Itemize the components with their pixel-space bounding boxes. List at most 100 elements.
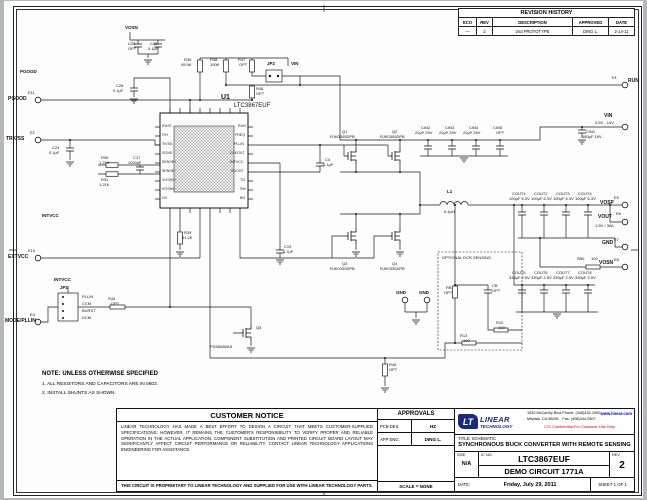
schematic-label: R45 [389, 362, 397, 367]
schematic-label: 100μF 6.3V [575, 196, 596, 201]
schematic-label: Q1 [342, 129, 348, 134]
rev-col-description: DESCRIPTION [493, 18, 573, 27]
schematic-label: 0.1μF [49, 150, 60, 155]
schematic-label: C25 [128, 41, 136, 46]
demo-circuit-number: DEMO CIRCUIT 1771A [479, 465, 609, 476]
schematic-label: RUN [238, 124, 246, 128]
schematic-label: VOSN [599, 260, 614, 266]
approvals-row-label: APP ENG. [378, 433, 412, 445]
schematic-label: C23 [52, 145, 60, 150]
rev-label: REV [612, 453, 620, 457]
schematic-label: VOSP [600, 200, 614, 206]
address-line2: Milpitas, CA 95035 [527, 416, 559, 421]
wires-top-left [41, 32, 622, 140]
company-contact: Phone: (408)432-1900 Fax: (408)434-0507 [562, 411, 600, 422]
customer-notice-title: CUSTOMER NOTICE [117, 409, 377, 422]
schematic-label: C17 [133, 155, 141, 160]
schematic-label: OPT [492, 288, 501, 293]
schematic-label: SENSE+ [162, 160, 177, 164]
schematic-label: PLLIN [234, 142, 244, 146]
schematic-label: GND [602, 240, 614, 246]
jumper-jp2 [265, 69, 283, 83]
schematic-label: RJK0305DPB [330, 134, 355, 139]
schematic-label: RB [446, 285, 452, 290]
ground-symbols [65, 59, 587, 393]
schematic-label: 100K [210, 62, 220, 67]
approvals-row-value: DING L. [424, 436, 442, 442]
schematic-label: R44 [108, 296, 116, 301]
border-frame-outer [13, 6, 642, 496]
schematic-label: R31 [101, 177, 109, 182]
schematic-label: 1000pF [128, 160, 142, 165]
capacitors [65, 43, 593, 294]
schematic-label: 1.21K [99, 182, 110, 187]
schematic-label: TK/SS [162, 142, 173, 146]
note-item-1: 1. ALL RESISTORS AND CAPACITORS ARE IN 0… [42, 382, 159, 387]
schematic-label: COUT6 [534, 270, 548, 275]
schematic-label: C28 [116, 83, 124, 88]
schematic-label: 0.1μF [148, 46, 159, 51]
schematic-label: E4 [30, 312, 35, 317]
schematic-label: CIN5 [493, 125, 503, 130]
company-name-line2: TECHNOLOGY [480, 423, 513, 429]
title-block: LT LINEAR TECHNOLOGY 1630 McCarthy Blvd.… [455, 408, 635, 492]
schematic-label: R39 [184, 230, 192, 235]
schematic-label: 22μF 25V [463, 130, 481, 135]
schematic-label: TRK/SS [6, 136, 25, 142]
schematic-label: 4.5V - 14V [595, 120, 614, 125]
schematic-label: C26 [150, 41, 158, 46]
size-cell: SIZE N/A [455, 452, 479, 477]
u1-ic-block [159, 112, 249, 209]
note-item-2: 2. INSTALL SHUNTS AS SHOWN. [42, 391, 116, 396]
company-address: 1630 McCarthy Blvd. Milpitas, CA 95035 [527, 411, 562, 422]
schematic-label: E8 [614, 257, 619, 262]
part-cell: IC NO. LTC3867EUF DEMO CIRCUIT 1771A [479, 452, 610, 477]
company-name-line1: LINEAR [480, 414, 510, 424]
schematic-label: OV [162, 196, 168, 200]
schematic-label: E11 [28, 90, 35, 95]
date-value: Friday, July 29, 2011 [503, 481, 557, 488]
schematic-label: PGOOD [20, 69, 37, 74]
website-link[interactable]: www.linear.com [600, 411, 633, 416]
mosfet-q3 [345, 227, 357, 245]
schematic-label: 100 [591, 256, 598, 261]
mosfet-q2 [389, 147, 401, 165]
schematic-label: 49.9K [181, 62, 192, 67]
ic-no-label: IC NO. [481, 453, 493, 457]
schematic-label: OPT [111, 301, 120, 306]
schematic-label: CIN4 [469, 125, 479, 130]
schematic-label: DCM [82, 315, 92, 320]
schematic-label: MODE/PLLIN [5, 318, 36, 324]
schematic-label: COUT1 [512, 191, 526, 196]
border-frame-inner [16, 9, 639, 493]
schematic-label: GND [396, 290, 406, 295]
schematic-label: Q4 [392, 261, 398, 266]
part-number: LTC3867EUF [518, 454, 570, 464]
schematic-label: R48 [256, 86, 264, 91]
schematic-label: Q5 [256, 325, 262, 330]
schematic-label: 330μF 2.5V [509, 275, 530, 280]
schematic-label: SW [240, 187, 246, 191]
schematic-label: 330μF 2.5V [553, 275, 574, 280]
wires-gate-drive [239, 144, 390, 259]
schematic-label: C4 [325, 157, 331, 162]
mosfets [240, 147, 401, 342]
schematic-label: SENSE− [162, 169, 177, 173]
rev-col-approved: APPROVED [573, 18, 609, 27]
schematic-label: JP2 [267, 61, 276, 66]
schematic-label: 22μF 25V [415, 130, 433, 135]
schematic-label: 100 [498, 325, 505, 330]
rev-cell: REV 2 [610, 452, 634, 477]
schematic-label: 100 [463, 338, 470, 343]
phone: Phone: (408)432-1900 [562, 411, 601, 415]
schematic-label: LTC3867EUF [234, 103, 271, 109]
linear-technology-logo: LT LINEAR TECHNOLOGY [455, 409, 527, 434]
notes-block: NOTE: UNLESS OTHERWISE SPECIFIED 1. ALL … [42, 371, 158, 400]
schematic-label: R13 [460, 333, 468, 338]
rev-cell-eco: — [459, 27, 477, 35]
schematic-label: PLLIN [82, 294, 94, 299]
size-value: N/A [461, 461, 472, 467]
schematic-label: GND [419, 290, 429, 295]
